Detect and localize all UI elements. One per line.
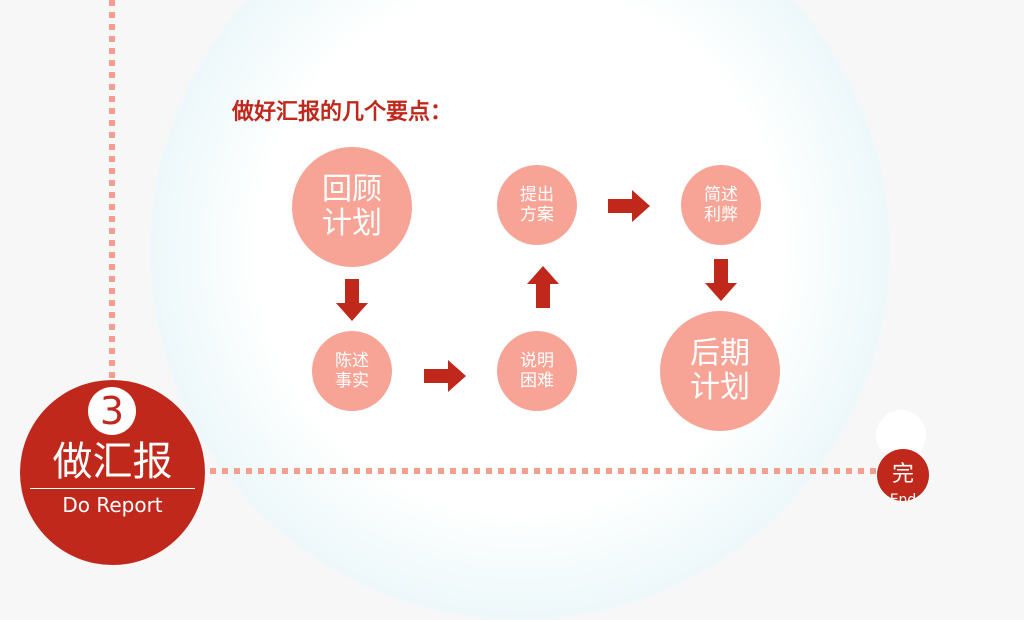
arrow-right-icon xyxy=(608,190,650,222)
end-text: End xyxy=(889,492,917,508)
node-label-line1: 后期 xyxy=(690,336,750,371)
node-label-line1: 陈述 xyxy=(335,351,369,371)
node-state-facts: 陈述事实 xyxy=(312,331,392,411)
node-follow-up-plan: 后期计划 xyxy=(660,311,780,431)
background-glow xyxy=(150,0,890,620)
node-label-line2: 方案 xyxy=(520,205,554,225)
section-number: 3 xyxy=(88,387,136,435)
node-label-line2: 计划 xyxy=(690,370,750,405)
section-divider xyxy=(30,488,195,489)
node-label-line1: 回顾 xyxy=(322,172,382,207)
section-subtitle: Do Report xyxy=(62,493,163,517)
end-badge: 完 xyxy=(877,449,929,501)
node-review-plan: 回顾计划 xyxy=(292,147,412,267)
section-title: 做汇报 xyxy=(52,439,173,485)
page-heading: 做好汇报的几个要点： xyxy=(232,100,453,125)
node-label-line1: 说明 xyxy=(520,351,554,371)
node-label-line2: 事实 xyxy=(335,371,369,391)
arrow-down-icon xyxy=(705,259,737,301)
node-label-line1: 提出 xyxy=(520,185,554,205)
node-explain-difficulties: 说明困难 xyxy=(497,331,577,411)
node-label-line2: 困难 xyxy=(520,371,554,391)
arrow-right-icon xyxy=(424,360,466,392)
node-label-line2: 计划 xyxy=(322,206,382,241)
node-propose-solution: 提出方案 xyxy=(497,165,577,245)
arrow-up-icon xyxy=(527,266,559,308)
horizontal-dotted-line xyxy=(210,468,880,474)
node-pros-cons: 简述利弊 xyxy=(681,165,761,245)
vertical-dotted-line xyxy=(109,0,115,380)
arrow-down-icon xyxy=(336,279,368,321)
node-label-line2: 利弊 xyxy=(704,205,738,225)
node-label-line1: 简述 xyxy=(704,185,738,205)
